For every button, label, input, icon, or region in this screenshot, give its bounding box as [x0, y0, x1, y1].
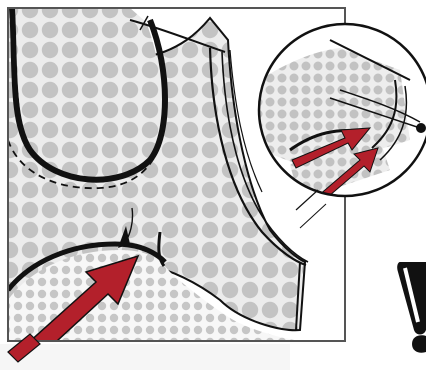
warning-exclamation-icon — [397, 262, 426, 353]
